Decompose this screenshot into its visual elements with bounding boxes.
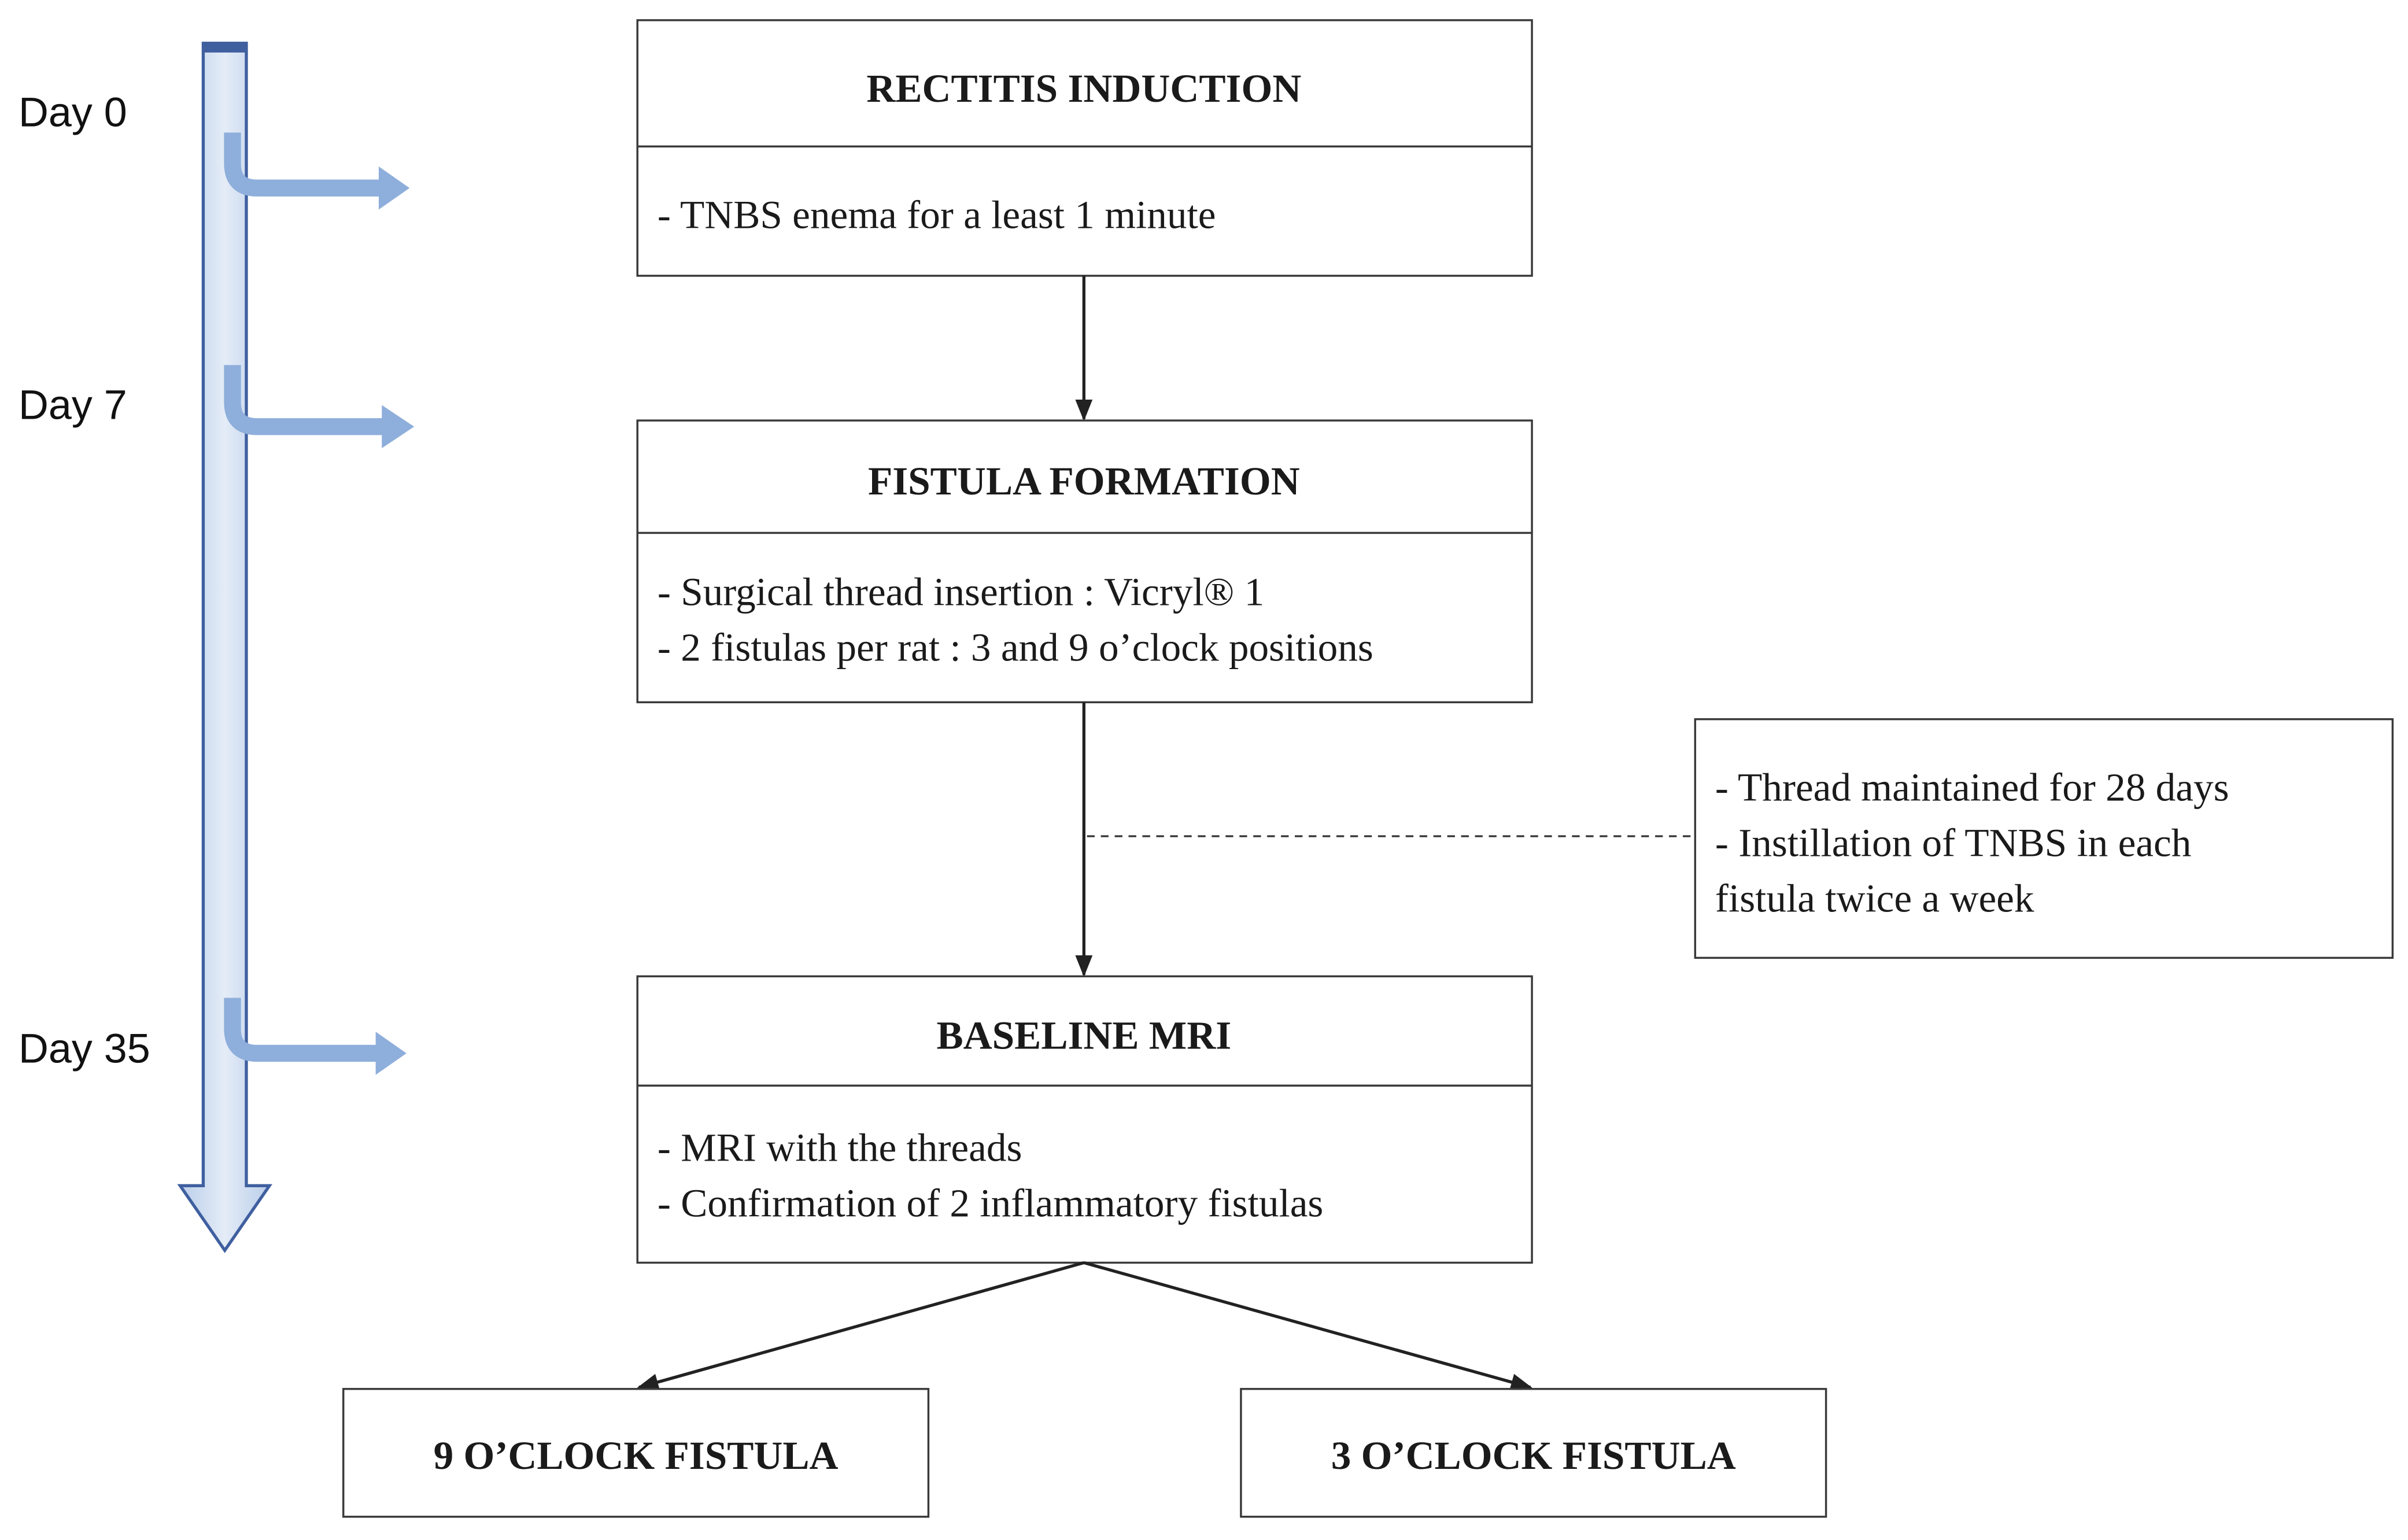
step-arrow-day-35: [224, 998, 407, 1075]
fistula-formation-box: FISTULA FORMATION - Surgical thread inse…: [636, 419, 1533, 704]
fistula-title: FISTULA FORMATION: [868, 459, 1300, 503]
day-label-35: Day 35: [19, 1025, 150, 1072]
mri-title: BASELINE MRI: [937, 1013, 1232, 1057]
note-line-1: - Thread maintained for 28 days: [1715, 765, 2229, 810]
fistula-line-1: - Surgical thread insertion : Vicryl® 1: [658, 570, 1264, 614]
step-arrow-day-0: [224, 132, 410, 210]
timeline-cap: [203, 43, 246, 53]
timeline-arrow: [177, 42, 272, 1253]
day-label-0: Day 0: [19, 90, 127, 136]
baseline-mri-box: BASELINE MRI - MRI with the threads - Co…: [636, 975, 1533, 1264]
rectitis-induction-box: RECTITIS INDUCTION - TNBS enema for a le…: [636, 19, 1533, 277]
nine-oclock-fistula-box: 9 O’CLOCK FISTULA: [342, 1388, 930, 1518]
note-line-3: fistula twice a week: [1715, 876, 2034, 920]
rectitis-title: RECTITIS INDUCTION: [866, 66, 1301, 110]
three-oclock-title: 3 O’CLOCK FISTULA: [1331, 1433, 1736, 1478]
fistula-line-2: - 2 fistulas per rat : 3 and 9 o’clock p…: [658, 625, 1373, 669]
nine-oclock-title: 9 O’CLOCK FISTULA: [434, 1433, 839, 1478]
three-oclock-fistula-box: 3 O’CLOCK FISTULA: [1240, 1388, 1827, 1518]
rectitis-line-1: - TNBS enema for a least 1 minute: [658, 192, 1216, 237]
day-label-7: Day 7: [19, 382, 127, 428]
step-arrow-day-7: [224, 365, 415, 449]
arrow-mri-to-nine: [637, 1261, 1085, 1391]
timeline: Day 0 Day 7 Day 35: [19, 42, 415, 1253]
thread-note-box: - Thread maintained for 28 days - Instil…: [1694, 718, 2394, 959]
arrow-mri-to-three: [1083, 1261, 1533, 1391]
note-line-2: - Instillation of TNBS in each: [1715, 821, 2191, 865]
mri-line-2: - Confirmation of 2 inflammatory fistula…: [658, 1181, 1324, 1225]
mri-line-1: - MRI with the threads: [658, 1125, 1022, 1170]
